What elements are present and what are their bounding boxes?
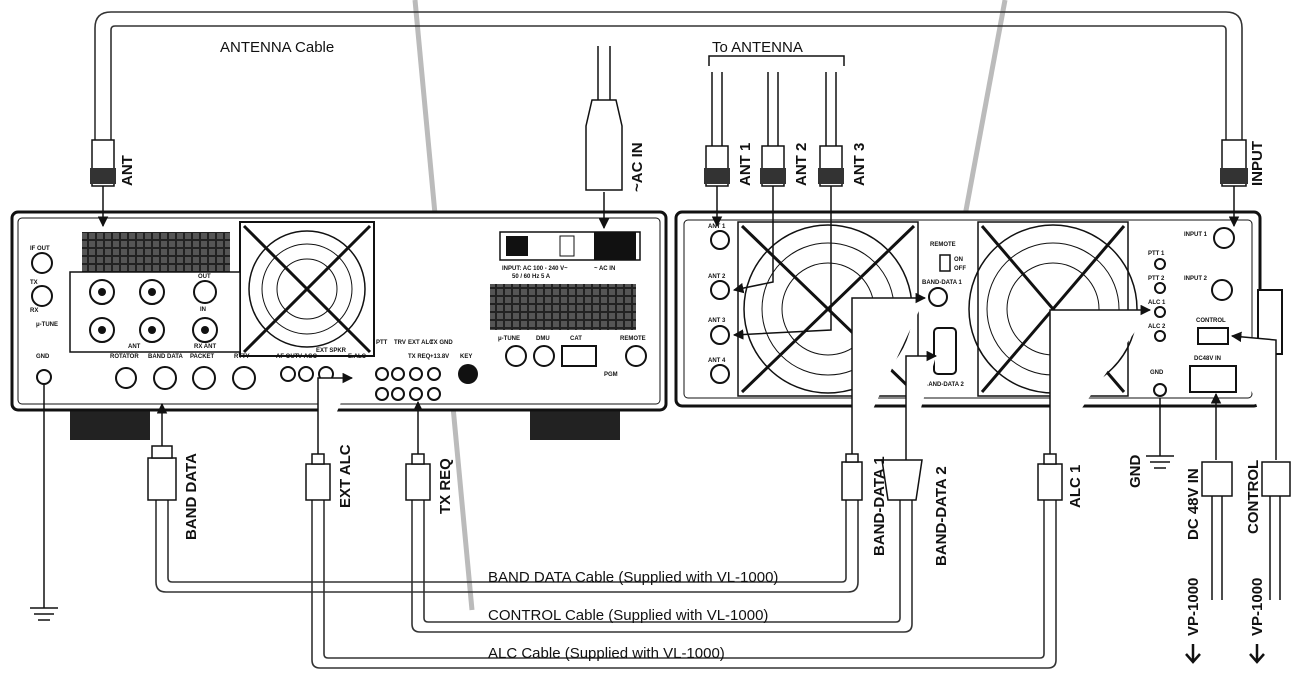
- amp-gnd-label: GND: [1150, 370, 1164, 376]
- cat-label: CAT: [570, 336, 582, 342]
- amp-ant2-label: ANT 2: [708, 274, 726, 280]
- amp-on-label: ON: [954, 257, 963, 263]
- bottom-plugs: [30, 292, 1291, 621]
- ant3-plug-label: ANT 3: [851, 143, 868, 186]
- trv-label: TRV: [394, 340, 406, 346]
- band-data1-plug-label: BAND-DATA 1: [871, 456, 888, 556]
- amp-input2-label: INPUT 2: [1184, 276, 1208, 282]
- amp-alc1-label: ALC 1: [1148, 300, 1166, 306]
- vp1000-arrow-1: [1185, 644, 1201, 664]
- ant2-plug-label: ANT 2: [793, 143, 810, 186]
- mu-tune2-label: μ-TUNE: [498, 336, 520, 342]
- tx-req-small-label: TX REQ: [408, 354, 431, 360]
- vent-grille: [82, 232, 230, 272]
- band-data-plug-label: BAND DATA: [183, 453, 200, 540]
- amplifier-rear-panel: ANT 1 ANT 2 ANT 3 ANT 4 REMOTE ON OFF BA…: [674, 210, 1283, 408]
- pgm-label: PGM: [604, 372, 618, 378]
- rotator-label: ROTATOR: [110, 354, 139, 360]
- ext-alc-plug-label: EXT ALC: [337, 444, 354, 508]
- vp1000-arrow-2: [1249, 644, 1265, 664]
- p13v-label: +13.8V: [430, 354, 449, 360]
- tx-req-plug-label: TX REQ: [437, 458, 454, 514]
- vp1000-2-label: VP-1000: [1249, 578, 1266, 636]
- vp1000-1-label: VP-1000: [1185, 578, 1202, 636]
- e-alc-label: E.ALC: [348, 354, 367, 360]
- rx-label: RX: [30, 308, 38, 314]
- packet-label: PACKET: [190, 354, 215, 360]
- ant-panel-label: ANT: [128, 344, 141, 350]
- ant1-plug-label: ANT 1: [737, 143, 754, 186]
- vp-arrows: [1185, 644, 1265, 664]
- amp-ptt1-label: PTT 1: [1148, 251, 1165, 257]
- af-out-label: AF OUT: [276, 354, 299, 360]
- band-data-cable-label: BAND DATA Cable (Supplied with VL-1000): [488, 569, 778, 586]
- v-agc-label: V-AGC: [298, 354, 318, 360]
- alc-cable-label: ALC Cable (Supplied with VL-1000): [488, 645, 725, 662]
- amp-dc48v-label: DC48V IN: [1194, 356, 1221, 362]
- input-spec-2: 50 / 60 Hz 5 A: [512, 274, 551, 280]
- gnd-plug-label: GND: [1127, 455, 1144, 489]
- band-data-small-label: BAND DATA: [148, 354, 183, 360]
- control-cable-label: CONTROL Cable (Supplied with VL-1000): [488, 607, 768, 624]
- amp-ant3-label: ANT 3: [708, 318, 726, 324]
- top-plugs: [90, 46, 1248, 340]
- ptt-label: PTT: [376, 340, 388, 346]
- input-spec-1: INPUT: AC 100 - 240 V~: [502, 266, 568, 272]
- remote-small-label: REMOTE: [620, 336, 646, 342]
- amp-alc2-label: ALC 2: [1148, 324, 1166, 330]
- input-plug-label: INPUT: [1249, 141, 1266, 186]
- in-label: IN: [200, 307, 206, 313]
- control-plug-label: CONTROL: [1245, 460, 1262, 534]
- to-antenna-label: To ANTENNA: [712, 39, 803, 56]
- amp-remote-label: REMOTE: [930, 242, 956, 248]
- dc48v-plug-label: DC 48V IN: [1185, 468, 1202, 540]
- tx-label: TX: [30, 280, 38, 286]
- vent-grille-2: [490, 284, 636, 330]
- if-out-label: IF OUT: [30, 246, 50, 252]
- key-label: KEY: [460, 354, 472, 360]
- amp-ant4-label: ANT 4: [708, 358, 726, 364]
- rtty-label: RTTY: [234, 354, 250, 360]
- tx-gnd-label: TX GND: [430, 340, 453, 346]
- antenna-cable: [94, 11, 1243, 140]
- ac-in-panel-label: ~ AC IN: [594, 266, 615, 272]
- ant-plug-label: ANT: [119, 155, 136, 186]
- antenna-cable-label: ANTENNA Cable: [220, 39, 334, 56]
- bottom-cables: [155, 500, 1057, 669]
- amp-ptt2-label: PTT 2: [1148, 276, 1165, 282]
- amp-off-label: OFF: [954, 266, 966, 272]
- band-data2-plug-label: BAND-DATA 2: [933, 466, 950, 566]
- ac-in-label: ~AC IN: [629, 142, 646, 192]
- ext-spkr-label: EXT SPKR: [316, 348, 347, 354]
- amp-band-data2-label: BAND-DATA 2: [924, 382, 965, 388]
- out-label: OUT: [198, 274, 211, 280]
- amp-control-label: CONTROL: [1196, 318, 1226, 324]
- transceiver-rear-panel: IF OUT TX RX μ-TUNE GND ROTATOR BAND DAT…: [10, 210, 668, 440]
- alc1-plug-label: ALC 1: [1067, 465, 1084, 508]
- mu-tune-label: μ-TUNE: [36, 322, 58, 328]
- ext-alc-small-label: EXT ALC: [408, 340, 434, 346]
- amp-input1-label: INPUT 1: [1184, 232, 1208, 238]
- gnd-small-label: GND: [36, 354, 50, 360]
- dmu-label: DMU: [536, 336, 550, 342]
- rx-ant-label: RX ANT: [194, 344, 216, 350]
- amp-band-data1-label: BAND-DATA 1: [922, 280, 963, 286]
